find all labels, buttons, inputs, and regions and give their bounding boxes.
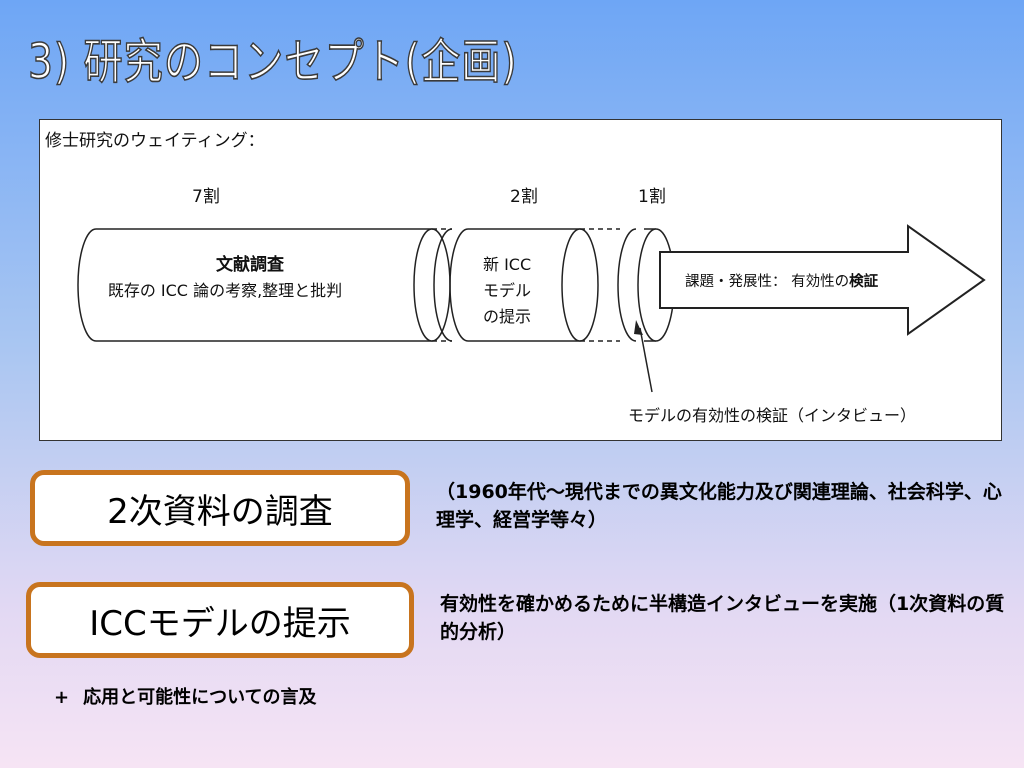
secondary-research-box: 2次資料の調査 [30, 470, 410, 546]
icc-model-label: ICCモデルの提示 [89, 603, 351, 644]
secondary-research-label: 2次資料の調査 [107, 491, 333, 532]
weighting-diagram-svg: 修士研究のウェイティング： 7割 2割 1割 文献調査 既存の ICC 論の考察… [45, 131, 986, 425]
model-line-3: の提示 [483, 307, 531, 326]
ratio-label-literature: 7割 [192, 187, 220, 207]
cylinder-model [433, 228, 620, 342]
ratio-label-model: 2割 [510, 187, 538, 207]
callout-text: モデルの有効性の検証（インタビュー） [628, 406, 916, 425]
icc-model-description: 有効性を確かめるために半構造インタビューを実施（1次資料の質的分析） [440, 593, 1005, 643]
callout-pointer [634, 320, 653, 393]
model-line-1: 新 ICC [483, 255, 531, 274]
ratio-label-verification: 1割 [638, 187, 666, 207]
arrow-text: 課題・発展性： 有効性の検証 [685, 272, 879, 290]
icc-model-box: ICCモデルの提示 [26, 582, 414, 658]
literature-title: 文献調査 [216, 254, 285, 275]
application-note: + 応用と可能性についての言及 [54, 683, 317, 709]
model-line-2: モデル [483, 281, 531, 300]
next-step-arrow [659, 224, 986, 336]
diagram-heading: 修士研究のウェイティング： [45, 131, 265, 151]
weighting-diagram: 修士研究のウェイティング： 7割 2割 1割 文献調査 既存の ICC 論の考察… [39, 119, 1002, 441]
slide-title: 3) 研究のコンセプト(企画) [27, 33, 518, 91]
secondary-research-description: （1960年代～現代までの異文化能力及び関連理論、社会科学、心理学、経営学等々） [436, 481, 1002, 531]
note-text: 応用と可能性についての言及 [83, 687, 317, 708]
note-prefix: + [54, 687, 70, 708]
literature-description: 既存の ICC 論の考察,整理と批判 [108, 281, 342, 300]
